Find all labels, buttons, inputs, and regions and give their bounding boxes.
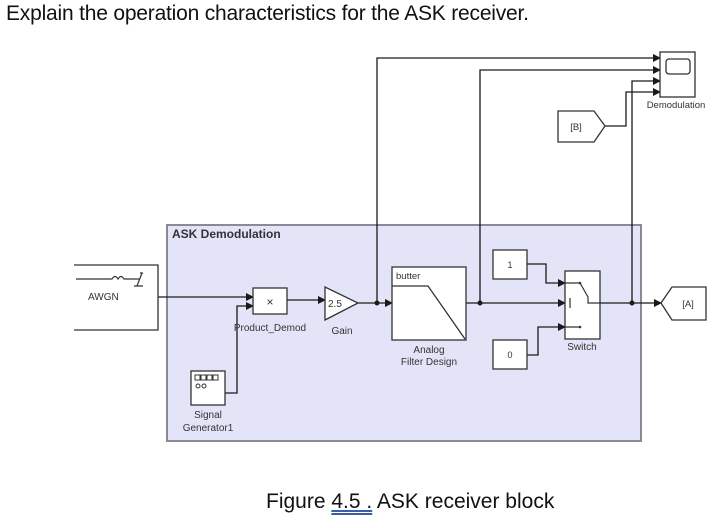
caption-number: 4.5 . xyxy=(331,490,373,513)
constant-1-value: 1 xyxy=(507,260,512,270)
lowpass-response-icon xyxy=(392,285,466,340)
switch-block[interactable]: Switch xyxy=(564,270,601,353)
filter-label-line1: Analog xyxy=(413,345,444,356)
signal-generator-label-line1: Signal xyxy=(194,410,222,421)
scope-screen-icon xyxy=(665,58,691,75)
product-label: Product_Demod xyxy=(234,323,306,334)
caption-prefix: Figure xyxy=(266,490,332,513)
from-b-block[interactable]: [B] xyxy=(557,110,606,143)
wire-switch-scope xyxy=(631,77,661,303)
multiply-icon: × xyxy=(266,295,273,309)
wire-filter-scope xyxy=(479,66,661,303)
switch-icon xyxy=(565,282,600,328)
filter-type: butter xyxy=(396,271,420,282)
caption-text: ASK receiver block xyxy=(372,490,555,513)
product-block[interactable]: × Product_Demod xyxy=(234,287,306,334)
constant-0-value: 0 xyxy=(507,350,512,360)
signal-generator-block[interactable]: Signal Generator1 xyxy=(183,370,234,434)
switch-label: Switch xyxy=(567,342,596,353)
junction-dot xyxy=(374,300,380,306)
constant-0-block[interactable]: 0 xyxy=(492,339,528,370)
goto-a-block[interactable]: [A] xyxy=(660,286,707,321)
wire-gain-scope xyxy=(376,54,661,303)
filter-label-line2: Filter Design xyxy=(401,357,457,368)
junction-dot xyxy=(477,300,483,306)
figure-caption: Figure 4.5 . ASK receiver block xyxy=(266,490,554,514)
scope-label: Demodulation xyxy=(647,100,706,111)
subsystem-title: ASK Demodulation xyxy=(172,227,281,241)
junctions xyxy=(374,300,635,306)
awgn-label: AWGN xyxy=(88,292,119,303)
gain-value: 2.5 xyxy=(328,299,342,310)
signal-generator-icon xyxy=(194,374,219,389)
constant-1-block[interactable]: 1 xyxy=(492,249,528,280)
awgn-block[interactable]: AWGN xyxy=(74,264,159,331)
signal-generator-label-line2: Generator1 xyxy=(183,423,234,434)
wire-const1-switch xyxy=(527,263,566,287)
question-text: Explain the operation characteristics fo… xyxy=(6,2,529,25)
wire-const0-switch xyxy=(527,323,566,356)
awgn-channel-icon xyxy=(76,272,143,287)
from-b-tag: [B] xyxy=(570,122,582,133)
junction-dot xyxy=(629,300,635,306)
gain-block[interactable]: 2.5 Gain xyxy=(324,285,360,337)
gain-label: Gain xyxy=(331,326,352,337)
wire-fromb-scope xyxy=(605,88,661,127)
analog-filter-block[interactable]: butter Analog Filter Design xyxy=(391,266,467,368)
goto-a-tag: [A] xyxy=(682,299,694,310)
scope-block[interactable]: Demodulation xyxy=(647,51,706,111)
